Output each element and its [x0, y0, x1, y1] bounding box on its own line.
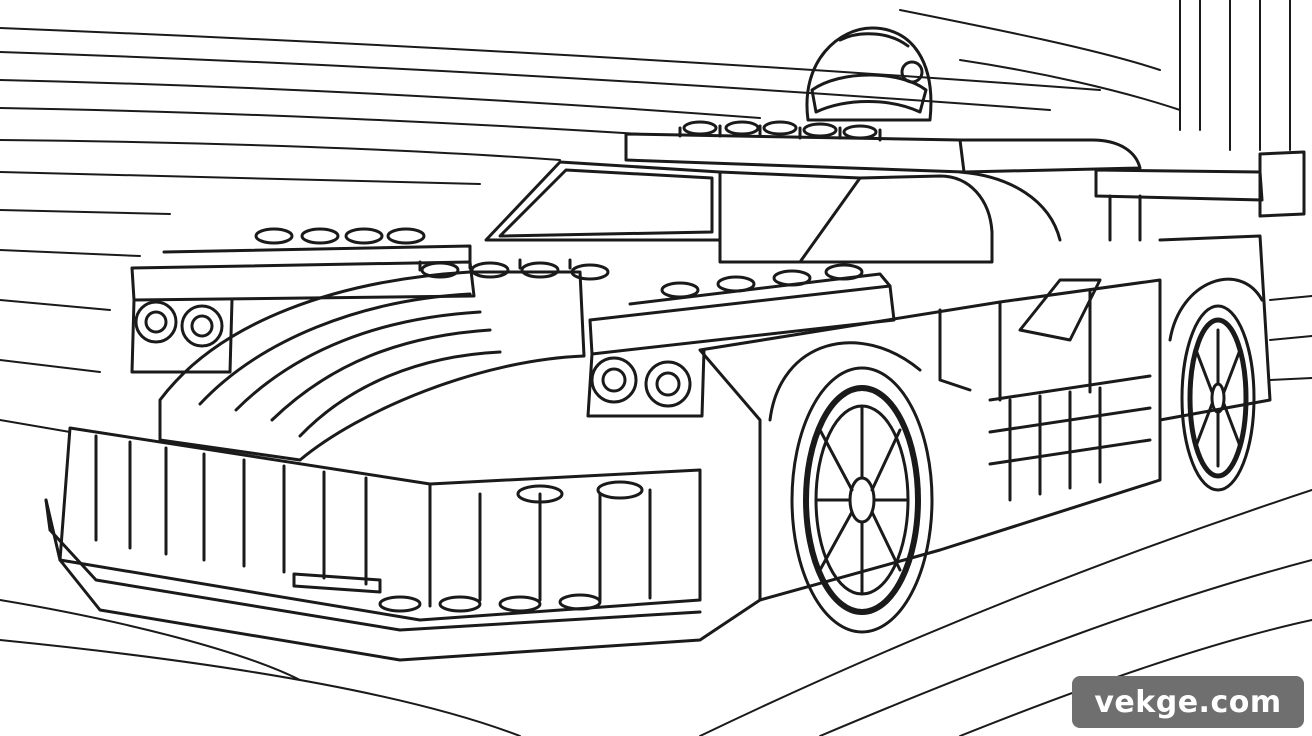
hood [158, 258, 610, 462]
side-body [698, 234, 1272, 602]
rear-spoiler [1094, 150, 1306, 242]
roof-bricks [624, 120, 1142, 174]
cabin [484, 160, 1062, 264]
front-bumper [44, 426, 762, 662]
watermark-badge: vekge.com [1072, 676, 1304, 728]
driver-helmet [805, 26, 933, 122]
front-wheel [768, 341, 934, 634]
left-headlight-block [130, 227, 476, 374]
rear-wheel [1168, 277, 1264, 492]
watermark-text: vekge.com [1094, 684, 1282, 720]
